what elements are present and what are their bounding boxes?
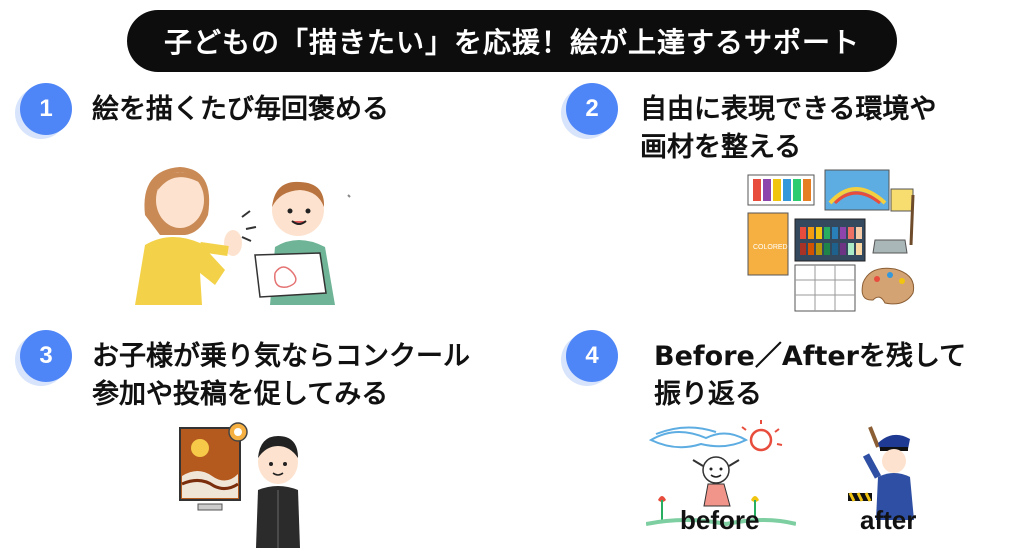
step-1-heading: 絵を描くたび毎回褒める [92, 91, 389, 129]
after-drawing-illustration [848, 426, 914, 520]
step-3-heading: お子様が乗り気ならコンクール 参加や投稿を促してみる [92, 338, 470, 414]
step-number-2: 2 [566, 83, 618, 135]
parent-praising-child-illustration [135, 167, 351, 305]
step-2-line-2: 画材を整える [640, 132, 802, 163]
step-1-line-1: 絵を描くたび毎回褒める [92, 94, 389, 125]
after-caption: after [860, 505, 917, 535]
step-2-line-1: 自由に表現できる環境や [640, 94, 937, 125]
art-supplies-illustration: COLORED PENCILS [747, 169, 915, 312]
contest-award-illustration [179, 422, 300, 548]
before-drawing-illustration [646, 420, 796, 527]
step-4-line-2: 振り返る [654, 379, 762, 410]
step-4-heading: Before／Afterを残して 振り返る [654, 338, 966, 414]
step-number-3: 3 [20, 330, 72, 382]
step-number-4: 4 [566, 330, 618, 382]
step-3-line-2: 参加や投稿を促してみる [92, 379, 389, 410]
step-2-heading: 自由に表現できる環境や 画材を整える [640, 91, 936, 167]
step-number-1: 1 [20, 83, 72, 135]
before-caption: before [680, 505, 760, 535]
page-title: 子どもの「描きたい」を応援！絵が上達するサポート [163, 26, 860, 59]
step-3-line-1: お子様が乗り気ならコンクール [92, 341, 470, 372]
title-banner: 子どもの「描きたい」を応援！絵が上達するサポート [127, 10, 897, 72]
pencils-box-label: COLORED PENCILS [753, 244, 820, 251]
step-4-line-1: Before／Afterを残して [654, 341, 967, 372]
